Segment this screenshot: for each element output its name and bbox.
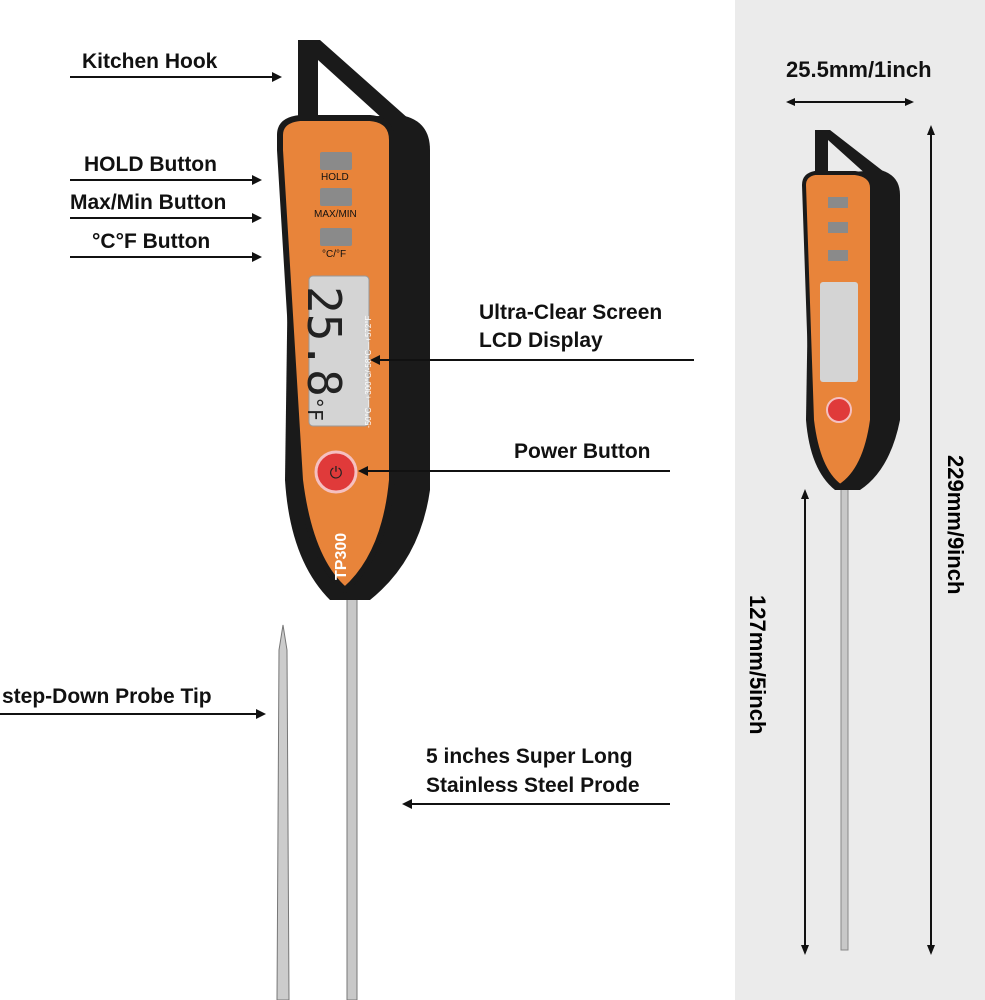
lcd-reading: 25.8°F xyxy=(297,286,351,421)
dimension-width: 25.5mm/1inch xyxy=(786,57,932,82)
model-label: TP300 xyxy=(333,532,350,580)
label-kitchen-hook: Kitchen Hook xyxy=(82,50,218,73)
label-screen-2: LCD Display xyxy=(479,329,603,352)
hold-key xyxy=(320,152,352,170)
arrow-maxmin xyxy=(70,213,262,223)
hold-key-label: HOLD xyxy=(321,172,349,183)
arrow-cf xyxy=(70,252,262,262)
maxmin-key-label: MAX/MIN xyxy=(314,209,357,220)
large-probe-shaft xyxy=(346,589,358,1000)
cf-key xyxy=(320,228,352,246)
label-power-button: Power Button xyxy=(514,440,651,463)
cf-key-label: °C/°F xyxy=(322,249,347,260)
arrow-hold xyxy=(70,175,262,185)
power-button xyxy=(314,450,358,494)
label-probe-2: Stainless Steel Prode xyxy=(426,774,640,797)
label-cf-button: °C°F Button xyxy=(92,230,211,253)
power-icon: ⏻ xyxy=(330,465,343,482)
kitchen-hook xyxy=(298,40,410,130)
label-probe-1: 5 inches Super Long xyxy=(426,745,633,768)
maxmin-key xyxy=(320,188,352,206)
lcd-unit: °F xyxy=(303,396,327,421)
label-hold-button: HOLD Button xyxy=(84,153,217,176)
lcd-value: 25.8 xyxy=(297,286,351,397)
dimension-probe-length: 127mm/5inch xyxy=(745,595,770,735)
dimension-total-length: 229mm/9inch xyxy=(943,455,968,595)
arrow-screen xyxy=(370,355,694,365)
arrow-probe-tip xyxy=(0,709,266,719)
label-probe-tip: step-Down Probe Tip xyxy=(2,685,212,708)
label-screen-1: Ultra-Clear Screen xyxy=(479,301,663,324)
lcd-screen xyxy=(308,275,370,427)
arrow-probe xyxy=(402,799,670,809)
label-maxmin-button: Max/Min Button xyxy=(70,191,227,214)
arrow-power xyxy=(358,466,670,476)
arrow-kitchen-hook xyxy=(70,72,282,82)
range-text: -50°C—+300°C/-58°C—+572°F xyxy=(364,315,373,428)
probe-tip xyxy=(276,624,290,1000)
